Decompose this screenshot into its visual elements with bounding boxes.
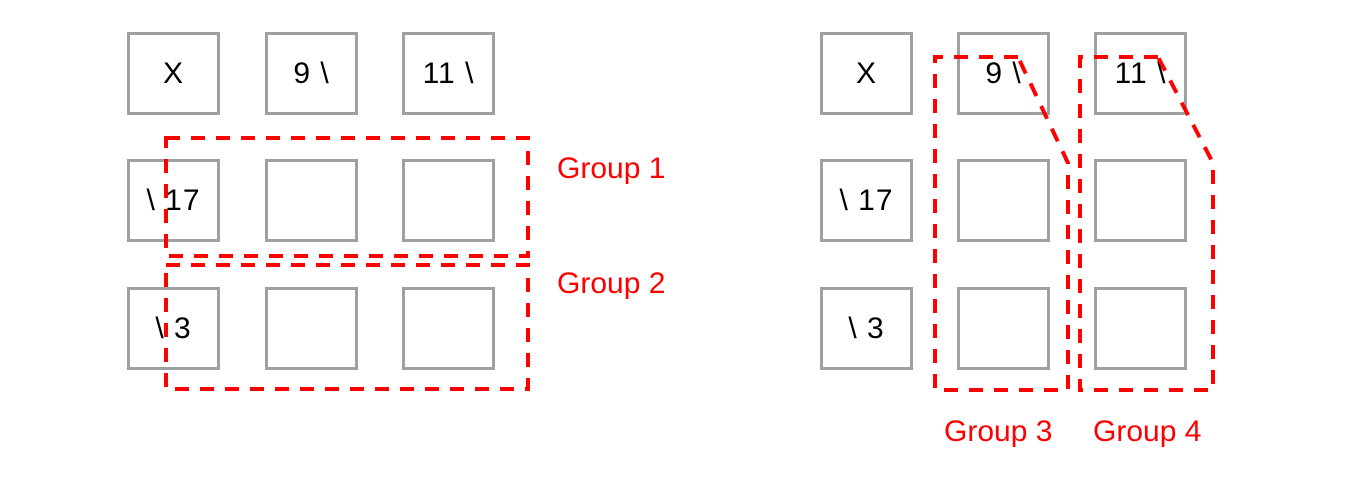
left-grid-cell-r0c0[interactable]: X [127,32,220,115]
left-grid-cell-r1c1[interactable] [265,159,358,242]
left-grid-cell-r2c2[interactable] [402,287,495,370]
right-grid-cell-r0c1[interactable]: 9 \ [957,32,1050,115]
right-grid-cell-r0c0[interactable]: X [820,32,913,115]
left-grid-cell-r2c0[interactable]: \ 3 [127,287,220,370]
right-grid-cell-r1c0[interactable]: \ 17 [820,159,913,242]
right-grid-cell-r1c1[interactable] [957,159,1050,242]
right-grid-cell-r0c2[interactable]: 11 \ [1094,32,1187,115]
right-grid-cell-r2c0[interactable]: \ 3 [820,287,913,370]
left-grid-cell-r2c1[interactable] [265,287,358,370]
group-2-label: Group 2 [557,267,666,300]
group-1-label: Group 1 [557,152,666,185]
left-grid-cell-r1c2[interactable] [402,159,495,242]
group-3-label: Group 3 [944,415,1053,448]
right-grid-cell-r2c1[interactable] [957,287,1050,370]
right-grid-cell-r1c2[interactable] [1094,159,1187,242]
right-grid-cell-r2c2[interactable] [1094,287,1187,370]
left-grid-cell-r1c0[interactable]: \ 17 [127,159,220,242]
left-grid-cell-r0c1[interactable]: 9 \ [265,32,358,115]
left-grid-cell-r0c2[interactable]: 11 \ [402,32,495,115]
group-4-label: Group 4 [1093,415,1202,448]
